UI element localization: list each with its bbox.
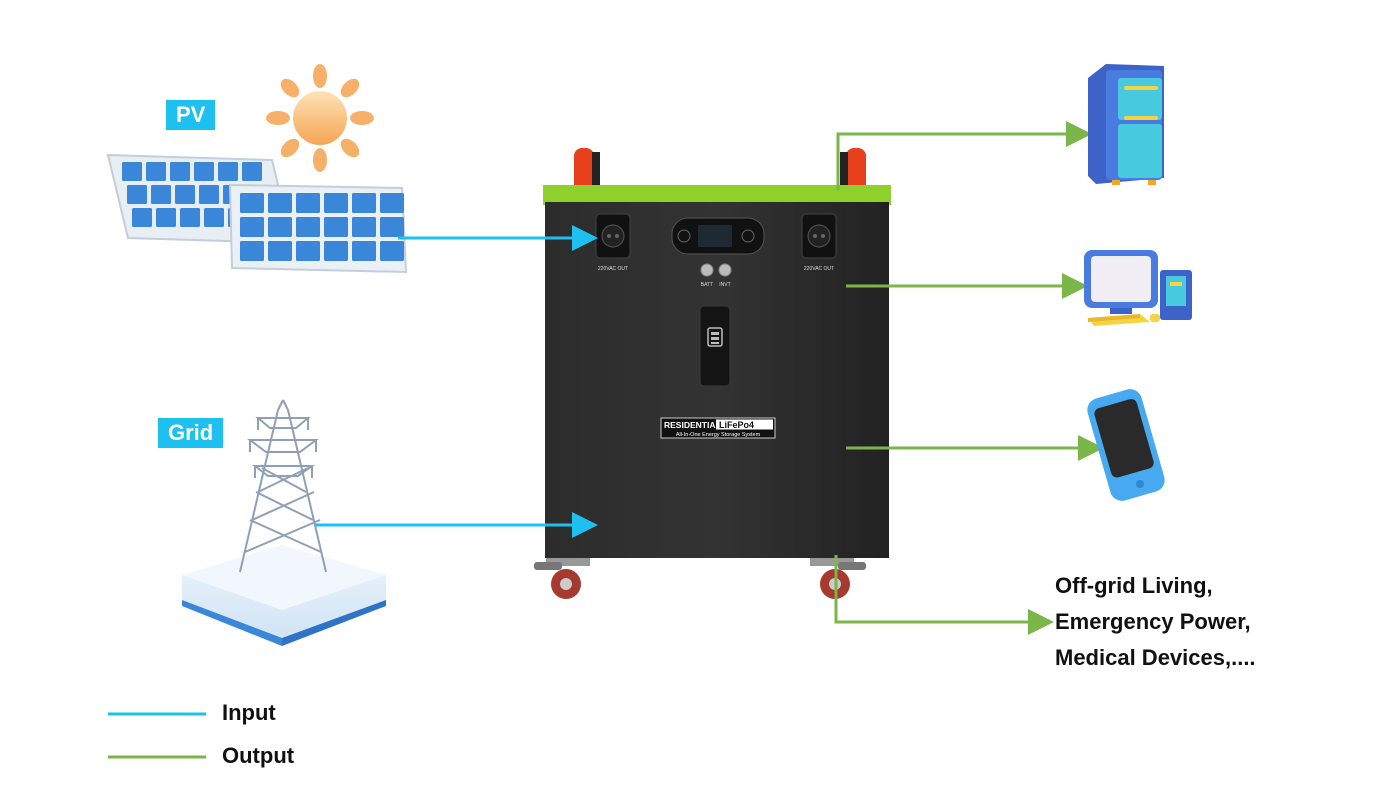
smartphone-icon [1087,389,1165,501]
grid-tag: Grid [158,418,224,448]
left-caster [534,558,590,599]
batt-label: BATT [701,282,713,288]
invt-button[interactable] [718,263,732,277]
right-ac-outlet[interactable] [801,213,837,259]
energy-storage-device: 220VAC OUT BATT INVT 220VAC OUT [534,148,891,599]
invt-label: INVT [719,282,730,288]
legend-input-label: Input [222,700,276,725]
power-tower-icon [182,399,386,646]
fridge-output-arrow [836,121,1092,190]
legend-output-label: Output [222,743,295,768]
grid-input-arrow [315,512,598,538]
right-outlet-label: 220VAC OUT [804,266,834,272]
subtitle-text: All-In-One Energy Storage System [676,432,761,438]
use-cases-list: Off-grid Living, Emergency Power, Medica… [1055,568,1256,676]
solar-panel-icon [106,153,408,274]
phone-output-arrow [846,435,1104,461]
brand-label: RESIDENTIAL LiFePo4 All-In-One Energy St… [660,417,776,439]
left-outlet-label: 220VAC OUT [598,266,628,272]
model-text: LiFePo4 [719,420,754,430]
refrigerator-icon [1088,64,1164,185]
right-handle[interactable] [840,148,866,192]
left-handle[interactable] [574,148,600,192]
computer-icon [1084,250,1192,326]
control-display[interactable] [671,217,765,255]
sun-icon [266,64,374,172]
use-case-item: Off-grid Living, [1055,573,1213,598]
use-case-item: Emergency Power, [1055,609,1251,634]
battery-indicator [699,305,731,387]
batt-button[interactable] [700,263,714,277]
computer-output-arrow [846,273,1088,299]
pv-tag: PV [166,100,216,130]
pv-input-arrow [398,225,598,251]
brand-text: RESIDENTIAL [664,420,721,430]
use-case-item: Medical Devices,.... [1055,645,1256,670]
left-ac-outlet[interactable] [595,213,631,259]
uses-output-arrow [834,555,1054,635]
right-caster [810,558,866,599]
